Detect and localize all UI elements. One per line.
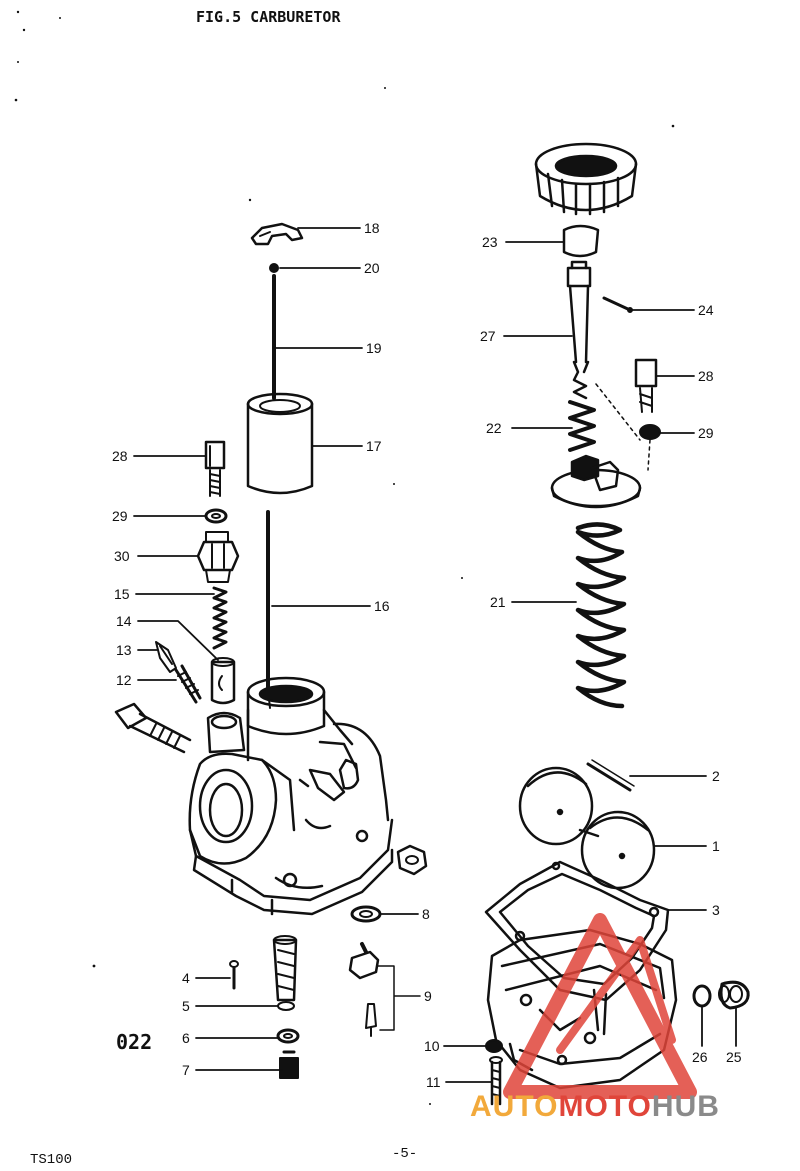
- part-23-cap-rubber: [562, 224, 600, 258]
- part-6-ring: [276, 1028, 300, 1044]
- part-20-ball: [269, 263, 279, 273]
- part-9-float-valve: [348, 942, 421, 1037]
- part-21-spring: [575, 522, 627, 709]
- scan-specks: [14, 10, 675, 1105]
- label-2: 2: [712, 768, 720, 784]
- part-24-pin: [602, 296, 633, 313]
- label-1: 1: [712, 838, 720, 854]
- label-20: 20: [364, 260, 380, 276]
- label-24: 24: [698, 302, 714, 318]
- part-22-spring: [568, 400, 596, 452]
- part-29b-washer: [639, 424, 661, 440]
- part-7-main-jet: [279, 1050, 299, 1079]
- part-17-throttle-valve: [246, 392, 314, 495]
- page-number: -5-: [392, 1146, 418, 1162]
- watermark-part2: MOTO: [558, 1090, 652, 1123]
- label-10: 10: [424, 1038, 440, 1054]
- label-16: 16: [374, 598, 390, 614]
- body-side-bolt: [114, 702, 192, 754]
- part-11-screw: [489, 1056, 503, 1106]
- label-30: 30: [114, 548, 130, 564]
- label-21: 21: [490, 594, 506, 610]
- part-14-plunger: [210, 657, 236, 705]
- label-22: 22: [486, 420, 502, 436]
- part-28b-screw: [634, 358, 658, 413]
- label-27: 27: [480, 328, 496, 344]
- label-28a: 28: [112, 448, 128, 464]
- label-29b: 29: [698, 425, 714, 441]
- label-12: 12: [116, 672, 132, 688]
- label-25: 25: [726, 1049, 742, 1065]
- label-14: 14: [116, 613, 132, 629]
- part-5-needle-jet: [272, 935, 298, 1011]
- part-25-drain-plug: [718, 980, 750, 1010]
- part-27-adjuster: [566, 260, 592, 400]
- top-plate: [550, 454, 642, 509]
- part-2-float-pin: [586, 759, 635, 792]
- part-13-pin: [155, 641, 177, 673]
- part-30-holder: [196, 531, 240, 583]
- figure-title: FIG.5 CARBURETOR: [196, 8, 341, 26]
- part-18-clip: [250, 222, 304, 246]
- watermark-text: AUTOMOTOHUB: [470, 1090, 720, 1124]
- guide-line: [595, 383, 651, 471]
- label-26: 26: [692, 1049, 708, 1065]
- watermark-part3: HUB: [651, 1090, 720, 1123]
- part-10-washer: [485, 1039, 503, 1053]
- part-26-o-ring: [692, 984, 712, 1008]
- label-6: 6: [182, 1030, 190, 1046]
- label-11: 11: [426, 1074, 441, 1090]
- label-28b: 28: [698, 368, 714, 384]
- watermark-logo-triangle: [503, 913, 697, 1099]
- top-cap: [534, 142, 638, 216]
- label-13: 13: [116, 642, 132, 658]
- label-15: 15: [114, 586, 130, 602]
- label-7: 7: [182, 1062, 190, 1078]
- carburetor-body: [188, 676, 394, 916]
- label-19: 19: [366, 340, 382, 356]
- part-8-washer: [350, 844, 428, 923]
- part-29a-washer: [204, 508, 228, 524]
- part-3-gasket: [484, 860, 670, 1002]
- watermark-part1: AUTO: [470, 1090, 559, 1123]
- label-8: 8: [422, 906, 430, 922]
- part-15-spring: [212, 586, 228, 650]
- part-28a-screw: [204, 440, 226, 497]
- label-4: 4: [182, 970, 190, 986]
- model-name: TS100: [30, 1152, 73, 1168]
- label-17: 17: [366, 438, 382, 454]
- figure-code: 022: [116, 1030, 153, 1054]
- part-1-float: [518, 766, 656, 890]
- label-5: 5: [182, 998, 190, 1014]
- part-4-screw: [229, 960, 239, 990]
- label-23: 23: [482, 234, 498, 250]
- label-18: 18: [364, 220, 380, 236]
- label-3: 3: [712, 902, 720, 918]
- leader-lines: [133, 227, 737, 1083]
- label-9: 9: [424, 988, 432, 1004]
- label-29a: 29: [112, 508, 128, 524]
- part-12-screw: [174, 664, 202, 704]
